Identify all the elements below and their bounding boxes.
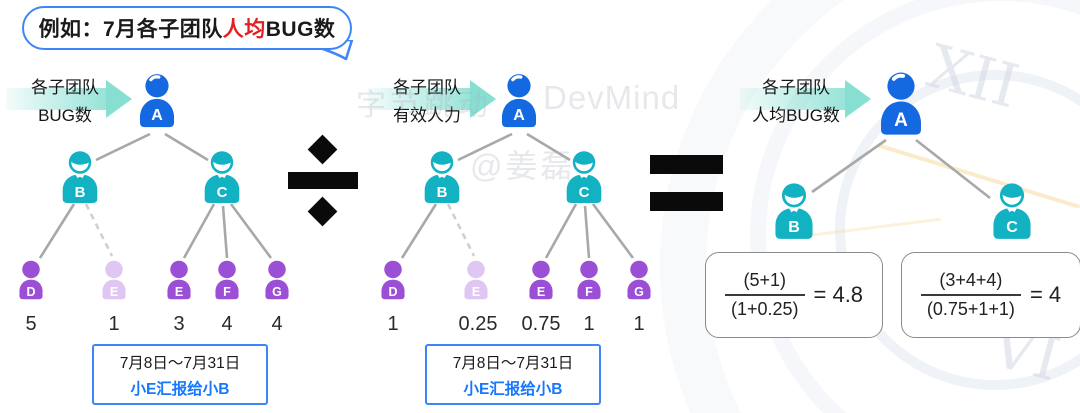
node-letter: C <box>1006 219 1018 236</box>
note-report-line: 小E汇报给小B <box>130 380 230 398</box>
node-letter: B <box>74 184 86 201</box>
formula-box-c: (3+4+4) (0.75+1+1) = 4 <box>901 252 1080 338</box>
tree2-value-d: 1 <box>387 313 399 335</box>
node-letter: C <box>578 184 590 201</box>
node-letter: B <box>788 219 800 236</box>
formula-result: = 4.8 <box>813 282 864 307</box>
tree1-note-box: 7月8日～7月31日 小E汇报给小B <box>92 344 268 405</box>
tree3-label-line1: 各子团队 <box>762 78 830 97</box>
node-letter: E <box>109 284 119 299</box>
tree3-node-b[interactable]: B <box>769 182 819 242</box>
tree2-label-line1: 各子团队 <box>393 78 461 97</box>
fraction-numerator: (5+1) <box>743 270 786 290</box>
node-letter: E <box>471 284 481 299</box>
equals-operator-icon <box>650 155 723 174</box>
note-report-line: 小E汇报给小B <box>463 380 563 398</box>
node-letter: G <box>272 284 282 299</box>
title-text: 例如：7月各子团队 <box>38 18 223 41</box>
fraction-numerator: (3+4+4) <box>939 270 1003 290</box>
tree1-node-a[interactable]: A <box>134 72 180 130</box>
fraction: (5+1) (1+0.25) <box>724 270 805 320</box>
node-letter: F <box>223 284 231 299</box>
tree2-value-e2: 0.75 <box>521 313 561 335</box>
arrow-right-icon <box>740 88 845 110</box>
tree2-value-e1: 0.25 <box>458 313 498 335</box>
tree1-label-line1: 各子团队 <box>31 78 99 97</box>
title-highlight: 人均 <box>222 18 266 41</box>
formula-box-b: (5+1) (1+0.25) = 4.8 <box>705 252 883 338</box>
tree2-node-a[interactable]: A <box>496 72 542 130</box>
tree1-node-g[interactable]: G <box>261 260 293 302</box>
tree1-node-f[interactable]: F <box>211 260 243 302</box>
tree2-node-c[interactable]: C <box>561 150 607 206</box>
node-letter: A <box>513 107 525 124</box>
tree2-value-g: 1 <box>633 313 645 335</box>
tree1-value-e2: 3 <box>173 313 185 335</box>
tree1-node-d[interactable]: D <box>15 260 47 302</box>
tree2-node-e[interactable]: E <box>525 260 557 302</box>
divide-operator-icon <box>288 172 358 189</box>
node-letter: D <box>26 284 36 299</box>
tree2-label-line2: 有效人力 <box>393 106 461 125</box>
tree2-node-b[interactable]: B <box>419 150 465 206</box>
tree1-value-e1: 1 <box>108 313 120 335</box>
tree3-node-c[interactable]: C <box>987 182 1037 242</box>
tree1-value-g: 4 <box>271 313 283 335</box>
node-letter: E <box>536 284 546 299</box>
tree1-label-line2: BUG数 <box>38 106 92 125</box>
formula-result: = 4 <box>1029 282 1062 307</box>
node-letter: E <box>174 284 184 299</box>
arrow-right-icon <box>470 80 496 118</box>
note-date-range: 7月8日～7月31日 <box>452 354 574 372</box>
node-letter: F <box>585 284 593 299</box>
fraction: (3+4+4) (0.75+1+1) <box>920 270 1021 320</box>
node-letter: A <box>151 107 163 124</box>
tree1-value-d: 5 <box>25 313 37 335</box>
tree1-node-e[interactable]: E <box>163 260 195 302</box>
node-letter: G <box>634 284 644 299</box>
fraction-denominator: (0.75+1+1) <box>920 294 1021 320</box>
fraction-denominator: (1+0.25) <box>724 294 805 320</box>
node-letter: B <box>436 184 448 201</box>
node-letter: D <box>388 284 398 299</box>
tree2-note-box: 7月8日～7月31日 小E汇报给小B <box>425 344 601 405</box>
tree1-node-c[interactable]: C <box>199 150 245 206</box>
tree2-value-f: 1 <box>583 313 595 335</box>
tree2-node-d[interactable]: D <box>377 260 409 302</box>
tree2-node-g[interactable]: G <box>623 260 655 302</box>
clock-ring <box>835 70 1080 390</box>
tree1-value-f: 4 <box>221 313 233 335</box>
arrow-right-icon <box>368 88 470 110</box>
tree3-label-line2: 人均BUG数 <box>752 106 840 125</box>
tree2-node-f[interactable]: F <box>573 260 605 302</box>
note-date-range: 7月8日～7月31日 <box>119 354 241 372</box>
node-letter: C <box>216 184 228 201</box>
equals-operator-icon <box>650 192 723 211</box>
arrow-right-icon <box>845 80 871 118</box>
tree2-node-e-faded[interactable]: E <box>460 260 492 302</box>
tree3-node-a[interactable]: A <box>874 70 928 138</box>
title-suffix: BUG数 <box>265 18 336 41</box>
node-letter: A <box>894 110 908 131</box>
arrow-right-icon <box>6 88 106 110</box>
tree1-node-e-faded[interactable]: E <box>98 260 130 302</box>
arrow-right-icon <box>106 80 132 118</box>
tree1-node-b[interactable]: B <box>57 150 103 206</box>
